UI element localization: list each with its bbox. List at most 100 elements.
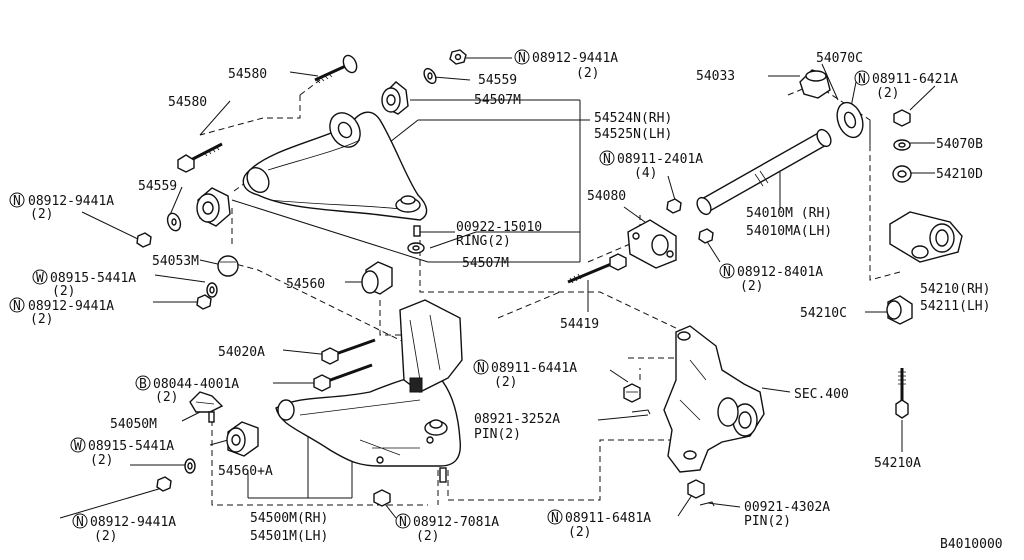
bushing-54560-icon bbox=[361, 261, 393, 295]
part-label-54070C: 54070C bbox=[816, 51, 863, 66]
part-label-08911-6441A-qty: (2) bbox=[494, 375, 517, 390]
washer-08915-bottom-icon bbox=[184, 458, 196, 474]
bolt-54419-icon bbox=[567, 253, 627, 284]
part-label-08911-6441A: 08911-6441A bbox=[491, 361, 577, 376]
bushing-54210D-icon bbox=[892, 165, 912, 183]
n-symbol-icon: N bbox=[719, 263, 735, 280]
part-label-54580-left: 54580 bbox=[168, 95, 207, 110]
n-symbol-icon: N bbox=[72, 513, 88, 530]
nut-top-icon bbox=[449, 49, 467, 65]
part-label-54580-top: 54580 bbox=[228, 67, 267, 82]
svg-text:N: N bbox=[13, 194, 21, 209]
part-label-54010MA: 54010MA(LH) bbox=[746, 224, 832, 239]
bushing-54507M-bottom-icon bbox=[196, 187, 231, 227]
part-label-08912-9441A-bottom-qty: (2) bbox=[94, 529, 117, 544]
svg-text:N: N bbox=[399, 515, 407, 530]
bushing-54507M-top-icon bbox=[381, 81, 409, 115]
part-label-54053M: 54053M bbox=[152, 254, 199, 269]
svg-text:N: N bbox=[518, 51, 526, 66]
nut-bottom-left-icon bbox=[156, 476, 172, 492]
nut-08911-6441A-icon bbox=[623, 383, 641, 403]
svg-text:B: B bbox=[139, 377, 147, 392]
bolt-54210A-icon bbox=[895, 368, 909, 419]
bushing-54210C-icon bbox=[886, 295, 913, 325]
part-label-54210C: 54210C bbox=[800, 306, 847, 321]
svg-text:N: N bbox=[13, 299, 21, 314]
callout-symbols: N N W N B W N N N N N N N bbox=[9, 49, 870, 530]
svg-text:N: N bbox=[551, 511, 559, 526]
nut-mid-icon bbox=[196, 294, 212, 310]
n-symbol-icon: N bbox=[395, 513, 411, 530]
n-symbol-icon: N bbox=[473, 359, 489, 376]
part-label-08915-5441A-mid-qty: (2) bbox=[52, 284, 75, 299]
part-label-08911-6421A: 08911-6421A bbox=[872, 72, 958, 87]
pin-08921-icon bbox=[631, 409, 651, 415]
svg-text:N: N bbox=[477, 361, 485, 376]
bolt-54580-top-icon bbox=[314, 54, 358, 84]
bushing-54560A-icon bbox=[226, 421, 259, 457]
bolt-54580-left-icon bbox=[177, 142, 223, 173]
part-label-54507M-top: 54507M bbox=[474, 93, 521, 108]
ring-00922-icon bbox=[407, 225, 425, 254]
part-label-08912-9441A-top-qty: (2) bbox=[576, 66, 599, 81]
part-label-08044-4001A: 08044-4001A bbox=[153, 377, 239, 392]
part-label-54559-top: 54559 bbox=[478, 73, 517, 88]
upper-control-arm-icon bbox=[242, 111, 428, 221]
part-label-sec400: SEC.400 bbox=[794, 387, 849, 402]
part-label-54560A: 54560+A bbox=[218, 464, 273, 479]
washer-54559-left-icon bbox=[166, 212, 182, 232]
part-label-54559-left: 54559 bbox=[138, 179, 177, 194]
bolt-54020A-icon bbox=[321, 338, 376, 365]
n-symbol-icon: N bbox=[547, 509, 563, 526]
part-label-54050M: 54050M bbox=[110, 417, 157, 432]
washer-54559-top-icon bbox=[423, 67, 437, 85]
nut-08912-7081A-icon bbox=[373, 489, 391, 507]
b-symbol-icon: B bbox=[135, 375, 151, 392]
diagram-code: B4010000 bbox=[940, 537, 1003, 552]
part-label-08912-9441A-low: 08912-9441A bbox=[28, 299, 114, 314]
part-label-00922-15010: 00922-15010 bbox=[456, 220, 542, 235]
svg-text:W: W bbox=[36, 271, 44, 286]
part-label-08921-3252A: 08921-3252A bbox=[474, 412, 560, 427]
pin-00921-icon bbox=[699, 501, 715, 507]
part-label-08912-7081A-qty: (2) bbox=[416, 529, 439, 544]
nut-08911-2401A-icon bbox=[666, 198, 682, 214]
part-label-08912-8401A-qty: (2) bbox=[740, 279, 763, 294]
part-label-08912-9441A-low-qty: (2) bbox=[30, 312, 53, 327]
svg-text:N: N bbox=[603, 152, 611, 167]
part-label-54033: 54033 bbox=[696, 69, 735, 84]
part-label-54419: 54419 bbox=[560, 317, 599, 332]
part-label-08911-6481A: 08911-6481A bbox=[565, 511, 651, 526]
part-label-54507M-bottom: 54507M bbox=[462, 256, 509, 271]
lower-control-arm-icon bbox=[275, 299, 463, 483]
n-symbol-icon: N bbox=[854, 70, 870, 87]
part-label-08915-5441A-bottom: 08915-5441A bbox=[88, 439, 174, 454]
part-label-54210-rh: 54210(RH) bbox=[920, 282, 990, 297]
w-symbol-icon: W bbox=[70, 437, 86, 454]
cap-54053M-icon bbox=[217, 255, 239, 277]
leader-lines bbox=[59, 57, 936, 519]
part-label-08911-6481A-qty: (2) bbox=[568, 525, 591, 540]
part-label-54501M: 54501M(LH) bbox=[250, 529, 328, 544]
part-label-00921-pin: PIN(2) bbox=[744, 514, 791, 529]
part-label-08915-5441A-mid: 08915-5441A bbox=[50, 271, 136, 286]
washer-08915-mid-icon bbox=[206, 282, 218, 298]
n-symbol-icon: N bbox=[9, 192, 25, 209]
part-label-08915-5441A-bottom-qty: (2) bbox=[90, 453, 113, 468]
part-label-08911-2401A-qty: (4) bbox=[634, 166, 657, 181]
part-label-54500M: 54500M(RH) bbox=[250, 511, 328, 526]
part-label-08912-9441A-top: 08912-9441A bbox=[532, 51, 618, 66]
anchor-arm-54080-icon bbox=[627, 219, 677, 269]
w-symbol-icon: W bbox=[32, 269, 48, 286]
n-symbol-icon: N bbox=[9, 297, 25, 314]
svg-text:N: N bbox=[723, 265, 731, 280]
part-label-08921-pin: PIN(2) bbox=[474, 427, 521, 442]
part-label-54524N: 54524N(RH) bbox=[594, 111, 672, 126]
torsion-bar-54010M-icon bbox=[696, 128, 832, 216]
part-label-54210D: 54210D bbox=[936, 167, 983, 182]
washer-54070B-icon bbox=[893, 139, 911, 151]
seat-54070C-icon bbox=[836, 101, 864, 139]
part-label-08912-8401A: 08912-8401A bbox=[737, 265, 823, 280]
part-label-00922-ring: RING(2) bbox=[456, 234, 511, 249]
part-label-54080: 54080 bbox=[587, 189, 626, 204]
